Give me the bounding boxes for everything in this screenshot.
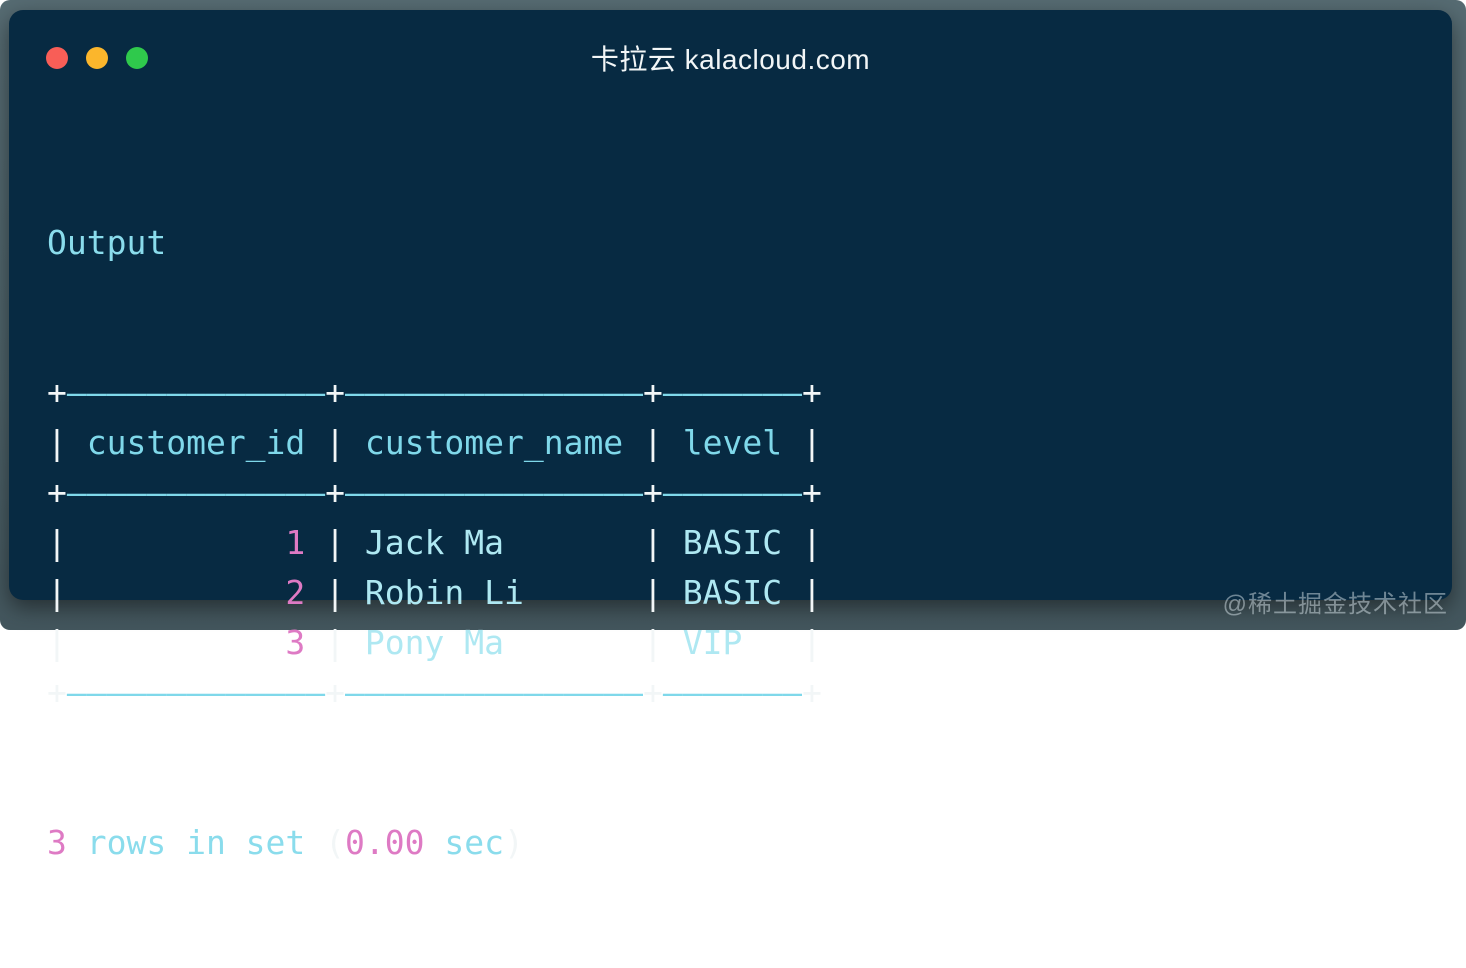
status-segment: ) — [504, 823, 524, 862]
table-cell: Robin Li — [345, 573, 644, 612]
table-row: | 2 | Robin Li | BASIC | — [47, 568, 822, 618]
table-border: | — [643, 523, 663, 562]
terminal-window: 卡拉云 kalacloud.com Output +—————————————+… — [9, 10, 1452, 862]
table-header-cell: customer_id — [66, 423, 326, 462]
ascii-table: +—————————————+———————————————+———————+|… — [47, 368, 822, 718]
status-segment: 3 — [47, 823, 67, 862]
table-border: | — [325, 623, 346, 662]
table-border: ——————— — [662, 373, 802, 412]
table-border: + — [643, 373, 663, 412]
table-cell: BASIC — [662, 523, 802, 562]
table-border: + — [47, 373, 67, 412]
table-border: + — [325, 673, 346, 712]
table-border: + — [802, 673, 822, 712]
output-label: Output — [47, 223, 167, 262]
table-border: ————————————— — [66, 673, 326, 712]
table-border: | — [802, 573, 822, 612]
table-border: | — [47, 423, 67, 462]
title-bar: 卡拉云 kalacloud.com — [9, 10, 1452, 106]
traffic-lights — [46, 10, 148, 106]
table-cell: VIP — [662, 623, 802, 662]
table-cell: Pony Ma — [345, 623, 644, 662]
table-border: + — [47, 673, 67, 712]
table-border: | — [643, 573, 663, 612]
table-border: ——————————————— — [345, 673, 644, 712]
table-header-row: | customer_id | customer_name | level | — [47, 418, 822, 468]
table-separator: +—————————————+———————————————+———————+ — [47, 668, 822, 718]
status-segment: ( — [325, 823, 346, 862]
table-border: ————————————— — [66, 473, 326, 512]
table-header-cell: level — [662, 423, 802, 462]
status-segment: rows in set — [66, 823, 326, 862]
table-border: | — [47, 523, 67, 562]
table-separator: +—————————————+———————————————+———————+ — [47, 468, 822, 518]
terminal-output: Output +—————————————+———————————————+——… — [47, 118, 822, 968]
zoom-button[interactable] — [126, 47, 148, 69]
table-border: | — [325, 523, 346, 562]
table-border: | — [802, 423, 822, 462]
table-border: + — [802, 373, 822, 412]
table-border: | — [643, 423, 663, 462]
table-border: | — [643, 623, 663, 662]
table-border: | — [325, 423, 346, 462]
table-separator: +—————————————+———————————————+———————+ — [47, 368, 822, 418]
table-cell: 3 — [66, 623, 326, 662]
table-border: | — [802, 623, 822, 662]
page-background: { "window": { "title": "卡拉云 kalacloud.co… — [0, 0, 1466, 862]
status-segment: 0.00 — [345, 823, 425, 862]
table-border: | — [325, 573, 346, 612]
table-border: ————————————— — [66, 373, 326, 412]
table-border: ——————————————— — [345, 473, 644, 512]
watermark: @稀土掘金技术社区 — [1222, 591, 1448, 618]
table-border: + — [643, 473, 663, 512]
table-border: ——————————————— — [345, 373, 644, 412]
status-line: 3 rows in set (0.00 sec) — [47, 818, 822, 868]
table-cell: 1 — [66, 523, 326, 562]
table-border: + — [47, 473, 67, 512]
table-border: | — [802, 523, 822, 562]
table-row: | 1 | Jack Ma | BASIC | — [47, 518, 822, 568]
minimize-button[interactable] — [86, 47, 108, 69]
table-border: + — [802, 473, 822, 512]
table-cell: 2 — [66, 573, 326, 612]
table-header-cell: customer_name — [345, 423, 644, 462]
status-segment: sec — [424, 823, 504, 862]
table-border: + — [325, 473, 346, 512]
table-border: ——————— — [662, 473, 802, 512]
table-border: | — [47, 623, 67, 662]
table-border: | — [47, 573, 67, 612]
table-cell: Jack Ma — [345, 523, 644, 562]
window-title: 卡拉云 kalacloud.com — [590, 44, 871, 75]
table-row: | 3 | Pony Ma | VIP | — [47, 618, 822, 668]
close-button[interactable] — [46, 47, 68, 69]
table-border: + — [325, 373, 346, 412]
table-cell: BASIC — [662, 573, 802, 612]
table-border: ——————— — [662, 673, 802, 712]
table-border: + — [643, 673, 663, 712]
